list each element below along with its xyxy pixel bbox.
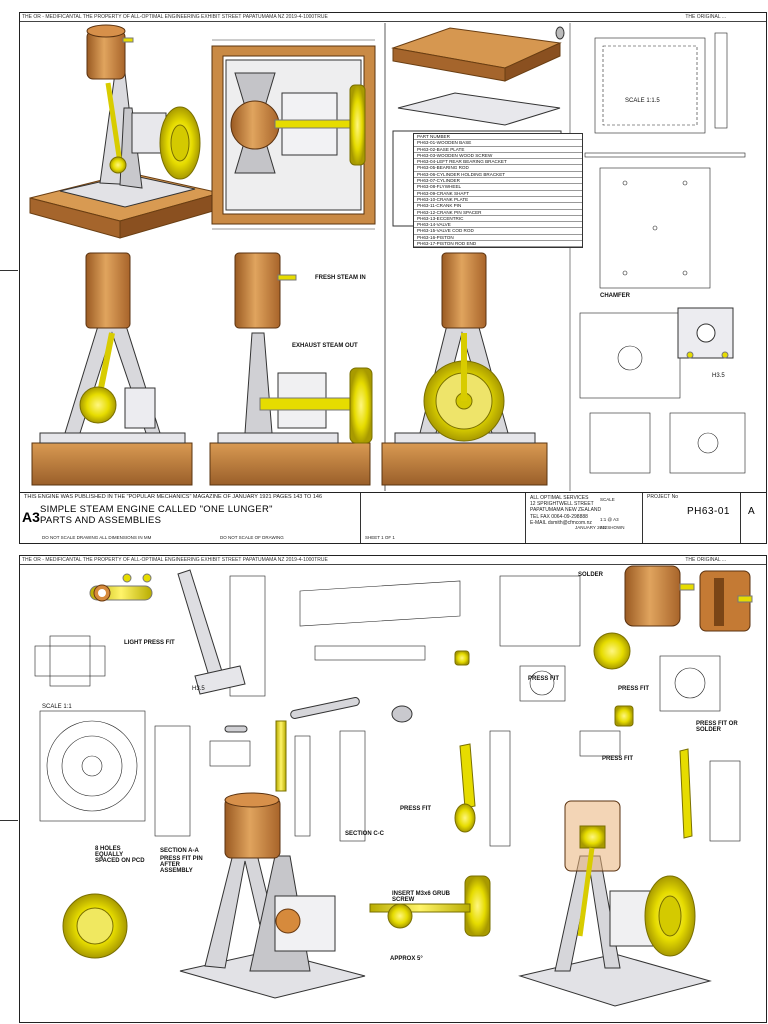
top-view bbox=[211, 39, 376, 230]
detail-drawings-right bbox=[579, 32, 746, 474]
address-line: 12 SPRIGHTWELL STREET bbox=[530, 501, 594, 508]
sheet-2-header: THE OR - MEDIFICANTAL THE PROPERTY OF AL… bbox=[20, 556, 766, 565]
sheet-2-header-right: THE ORIGINAL ... bbox=[685, 557, 726, 563]
cylinder-exploded-iso bbox=[89, 573, 153, 602]
parts-list-row: PH63-14-VALVE bbox=[414, 222, 582, 229]
sheet-1-header-left: THE OR - MEDIFICANTAL THE PROPERTY OF AL… bbox=[22, 14, 328, 20]
parts-list-row: PH63-11-CRANK PIN bbox=[414, 203, 582, 210]
exhaust-steam-out-label: EXHAUST STEAM OUT bbox=[292, 343, 358, 349]
address-line: TEL FAX 0064-09-298888 bbox=[530, 513, 588, 520]
bracket-strip-iso bbox=[177, 569, 246, 695]
address-line: E-MAIL dsmith@cfmcom.nz bbox=[530, 519, 592, 526]
press-fit-label: PRESS FIT bbox=[528, 676, 560, 682]
holes-equally-spaced-label: 8 HOLES EQUALLY SPACED ON PCD bbox=[95, 846, 145, 864]
section-a-a-label: SECTION A-A bbox=[160, 848, 199, 854]
project-label: PROJECT No bbox=[647, 494, 679, 500]
drawing-sheet-1: THE OR - MEDIFICANTAL THE PROPERTY OF AL… bbox=[19, 12, 767, 544]
parts-list-row: PH63-04-LEFT REAR BEARING BRACKET bbox=[414, 159, 582, 166]
address-line: PAPATUMAMA NEW ZEALAND bbox=[530, 507, 602, 514]
parts-list-row: PH63-01-WOODEN BASE bbox=[414, 140, 582, 147]
parts-list-row: PH63-05-BEARING ROD bbox=[414, 165, 582, 172]
press-fit-label: PRESS FIT bbox=[400, 806, 432, 812]
parts-list-row: PH63-13-ECCENTRIC bbox=[414, 216, 582, 223]
revision-letter: A bbox=[748, 506, 755, 517]
scale-caption: SCALE bbox=[600, 497, 615, 502]
parts-list-row: PH63-06-CYLINDER HOLDING BRACKET bbox=[414, 172, 582, 179]
fold-mark bbox=[0, 820, 18, 821]
solder-label: SOLDER bbox=[578, 572, 604, 578]
scale-label-right: SCALE 1:1.5 bbox=[625, 98, 660, 104]
fresh-steam-in-label: FRESH STEAM IN bbox=[315, 275, 366, 281]
light-press-fit-label: LIGHT PRESS FIT bbox=[124, 640, 175, 646]
bottom-note-right: SHEET 1 OF 1 bbox=[365, 535, 395, 540]
parts-list-row: PH63-03-WOODEN WOOD SCREW bbox=[414, 153, 582, 160]
approx-angle-label: APPROX 5° bbox=[390, 956, 423, 962]
drawing-sheet-2: THE OR - MEDIFICANTAL THE PROPERTY OF AL… bbox=[19, 555, 767, 1023]
title-block-divider bbox=[525, 493, 526, 543]
sheet-size: A3 bbox=[22, 509, 40, 525]
address-line: ALL OPTIMAL SERVICES bbox=[530, 495, 589, 501]
parts-list-row: PH63-07-CYLINDER bbox=[414, 178, 582, 185]
chamfer-label: CHAMFER bbox=[600, 293, 630, 299]
bottom-assembly-right bbox=[518, 800, 712, 1007]
drawing-number: PH63-01 bbox=[687, 506, 730, 517]
press-fit-pin-label: PRESS FIT PIN AFTER ASSEMBLY bbox=[160, 856, 203, 874]
front-elevation bbox=[31, 252, 193, 486]
drawing-title: SIMPLE STEAM ENGINE CALLED "ONE LUNGER" bbox=[40, 504, 273, 515]
title-block: THIS ENGINE WAS PUBLISHED IN THE "POPULA… bbox=[20, 492, 766, 543]
press-fit-or-solder-label: PRESS FIT OR SOLDER bbox=[696, 721, 738, 733]
parts-list-table: PART NUMBER PH63-01-WOODEN BASE PH63-02-… bbox=[413, 133, 583, 249]
parts-list-heading: PART NUMBER bbox=[414, 134, 582, 141]
scale-label: SCALE 1:1 bbox=[42, 704, 72, 710]
bottom-note-mid: DO NOT SCALE OF DRAWING bbox=[220, 535, 284, 540]
flywheel-elevation bbox=[381, 252, 548, 486]
status-value: AS SHOWN bbox=[600, 525, 625, 530]
bracket-iso bbox=[677, 307, 734, 359]
isometric-assembly-view bbox=[29, 24, 221, 239]
sheet-1-header: THE OR - MEDIFICANTAL THE PROPERTY OF AL… bbox=[20, 13, 766, 22]
sheet-2-drawings bbox=[34, 565, 753, 1007]
h3-5-label: H3.5 bbox=[192, 686, 205, 692]
title-block-divider bbox=[740, 493, 741, 543]
section-c-c-label: SECTION C-C bbox=[345, 831, 384, 837]
bottom-assembly-left bbox=[179, 792, 366, 999]
fold-mark bbox=[0, 270, 18, 271]
base-exploded-view bbox=[391, 26, 565, 126]
parts-list-row: PH63-02-BASE PLATE bbox=[414, 147, 582, 153]
scale-value: 1:1 @ A3 bbox=[600, 517, 619, 522]
brass-parts bbox=[62, 632, 693, 959]
sheet-1-drawings bbox=[29, 23, 746, 491]
bottom-note-left: DO NOT SCALE DRAWING ALL DIMENSIONS IN M… bbox=[42, 535, 152, 540]
copper-cylinder-parts bbox=[224, 565, 753, 733]
parts-list-row: PH63-10-CRANK PLATE bbox=[414, 197, 582, 204]
drawing-subtitle: PARTS AND ASSEMBLIES bbox=[40, 515, 162, 526]
press-fit-label: PRESS FIT bbox=[602, 756, 634, 762]
parts-list-row: PH63-17-PISTON ROD END bbox=[414, 241, 582, 248]
parts-list-row: PH63-16-PISTON bbox=[414, 235, 582, 242]
parts-list-row: PH63-15-VALVE COD ROD bbox=[414, 228, 582, 235]
parts-list-row: PH63-12-CRANK PIN SPACER bbox=[414, 210, 582, 216]
title-block-divider bbox=[642, 493, 643, 543]
parts-list-row: PH63-09-CRANK SHAFT bbox=[414, 191, 582, 197]
company-address: ALL OPTIMAL SERVICES 12 SPRIGHTWELL STRE… bbox=[530, 495, 601, 526]
detail-linework-sheet2 bbox=[34, 575, 741, 847]
side-elevation bbox=[209, 252, 373, 486]
insert-grub-screw-label: INSERT M3x6 GRUB SCREW bbox=[392, 891, 451, 903]
sheet-2-header-left: THE OR - MEDIFICANTAL THE PROPERTY OF AL… bbox=[22, 557, 328, 563]
h3-5-label: H3.5 bbox=[712, 373, 725, 379]
sheet-1-header-right: THE ORIGINAL ... bbox=[685, 14, 726, 20]
title-block-divider bbox=[360, 493, 361, 543]
parts-list-row: PH63-08-FLYWHEEL bbox=[414, 184, 582, 191]
date-value: JANUARY 2012 bbox=[575, 525, 608, 530]
press-fit-label: PRESS FIT bbox=[618, 686, 650, 692]
published-note: THIS ENGINE WAS PUBLISHED IN THE "POPULA… bbox=[24, 494, 323, 500]
